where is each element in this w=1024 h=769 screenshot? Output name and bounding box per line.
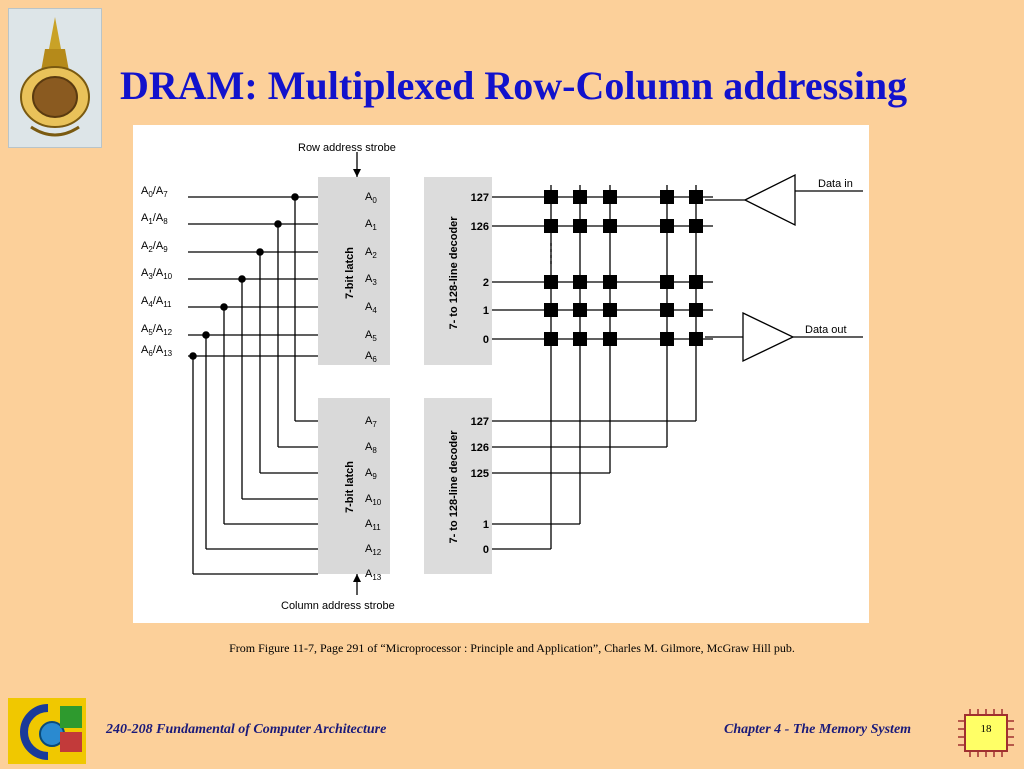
- memory-cell-r0-c4: [689, 190, 703, 204]
- memory-cell-r2-c4: [689, 275, 703, 289]
- column-decoder-output-0: 127: [471, 416, 489, 428]
- course-footer: 240-208 Fundamental of Computer Architec…: [106, 722, 386, 738]
- junction-dot-0: [291, 193, 299, 201]
- column-latch-block: [318, 398, 390, 574]
- row-decoder-output-3: 1: [483, 305, 489, 317]
- row-latch-pin-5: A5: [365, 329, 377, 343]
- memory-cell-r1-c1: [573, 219, 587, 233]
- memory-cell-r1-c0: [544, 219, 558, 233]
- column-decoder-block: [424, 398, 492, 574]
- row-decoder-output-1: 126: [471, 221, 489, 233]
- memory-cell-r1-c2: [603, 219, 617, 233]
- memory-cell-r0-c2: [603, 190, 617, 204]
- chapter-footer: Chapter 4 - The Memory System: [724, 722, 912, 737]
- address-input-label-1: A1/A8: [141, 212, 168, 226]
- memory-cell-r1-c3: [660, 219, 674, 233]
- row-address-strobe-label: Row address strobe: [298, 142, 396, 154]
- row-latch-block: [318, 177, 390, 365]
- data-out-buffer: [742, 311, 795, 363]
- column-latch-pin-3: A10: [365, 493, 382, 507]
- row-decoder-block: [424, 177, 492, 365]
- row-decoder-output-2: 2: [483, 277, 489, 289]
- row-latch-pin-1: A1: [365, 218, 377, 232]
- memory-cell-r3-c0: [544, 303, 558, 317]
- junction-dot-2: [256, 248, 264, 256]
- memory-cell-r3-c3: [660, 303, 674, 317]
- memory-cell-r3-c2: [603, 303, 617, 317]
- row-latch-pin-6: A6: [365, 350, 377, 364]
- row-latch-label: 7-bit latch: [344, 247, 356, 299]
- page-number: 18: [980, 723, 992, 735]
- memory-cell-r3-c1: [573, 303, 587, 317]
- address-input-label-0: A0/A7: [141, 185, 168, 199]
- row-decoder-output-0: 127: [471, 192, 489, 204]
- column-latch-pin-0: A7: [365, 415, 377, 429]
- memory-cell-r2-c0: [544, 275, 558, 289]
- column-decoder-output-1: 126: [471, 442, 489, 454]
- column-latch-pin-5: A12: [365, 543, 382, 557]
- memory-cell-r0-c0: [544, 190, 558, 204]
- column-latch-label: 7-bit latch: [344, 461, 356, 513]
- university-seal-logo: [8, 8, 102, 148]
- course-name: 208 Fundamental of Computer Architecture: [131, 722, 387, 737]
- memory-cell-r2-c2: [603, 275, 617, 289]
- memory-cell-r4-c0: [544, 332, 558, 346]
- memory-cell-r1-c4: [689, 219, 703, 233]
- course-number: 240-: [106, 722, 132, 737]
- row-decoder-label: 7- to 128-line decoder: [448, 216, 460, 330]
- dram-circuit-diagram: Row address strobe Column address strobe…: [141, 142, 863, 612]
- column-latch-pin-2: A9: [365, 467, 377, 481]
- row-latch-pin-3: A3: [365, 273, 377, 287]
- page-number-chip: 18: [958, 709, 1014, 757]
- column-decoder-output-2: 125: [471, 468, 489, 480]
- junction-dot-1: [274, 220, 282, 228]
- memory-cell-r2-c1: [573, 275, 587, 289]
- junction-dot-6: [189, 352, 197, 360]
- memory-cell-r3-c4: [689, 303, 703, 317]
- column-address-strobe-label: Column address strobe: [281, 600, 395, 612]
- column-latch-pin-1: A8: [365, 441, 377, 455]
- data-out-label: Data out: [805, 324, 847, 336]
- slide-title: DRAM: Multiplexed Row-Column addressing: [120, 63, 908, 108]
- memory-cell-r0-c1: [573, 190, 587, 204]
- column-latch-pin-4: A11: [365, 518, 381, 532]
- column-latch-pin-6: A13: [365, 568, 382, 582]
- junction-dot-4: [220, 303, 228, 311]
- address-input-label-2: A2/A9: [141, 240, 168, 254]
- memory-cell-r4-c1: [573, 332, 587, 346]
- address-input-label-4: A4/A11: [141, 295, 172, 309]
- junction-dot-5: [202, 331, 210, 339]
- memory-cell-r2-c3: [660, 275, 674, 289]
- dram-addressing-figure: Row address strobe Column address strobe…: [133, 125, 869, 623]
- column-decoder-output-3: 1: [483, 519, 489, 531]
- address-input-label-5: A5/A12: [141, 323, 173, 337]
- memory-cell-r4-c2: [603, 332, 617, 346]
- row-latch-pin-0: A0: [365, 191, 377, 205]
- data-in-buffer: [743, 173, 796, 227]
- column-decoder-label: 7- to 128-line decoder: [448, 430, 460, 544]
- address-input-label-6: A6/A13: [141, 344, 173, 358]
- column-decoder-output-4: 0: [483, 544, 489, 556]
- address-input-label-3: A3/A10: [141, 267, 173, 281]
- memory-cell-r0-c3: [660, 190, 674, 204]
- memory-cell-r4-c3: [660, 332, 674, 346]
- junction-dot-3: [238, 275, 246, 283]
- row-latch-pin-4: A4: [365, 301, 377, 315]
- memory-cell-r4-c4: [689, 332, 703, 346]
- row-latch-pin-2: A2: [365, 246, 377, 260]
- data-in-label: Data in: [818, 178, 853, 190]
- department-logo: [8, 698, 86, 764]
- figure-source-caption: From Figure 11-7, Page 291 of “Microproc…: [229, 641, 795, 655]
- row-decoder-output-4: 0: [483, 334, 489, 346]
